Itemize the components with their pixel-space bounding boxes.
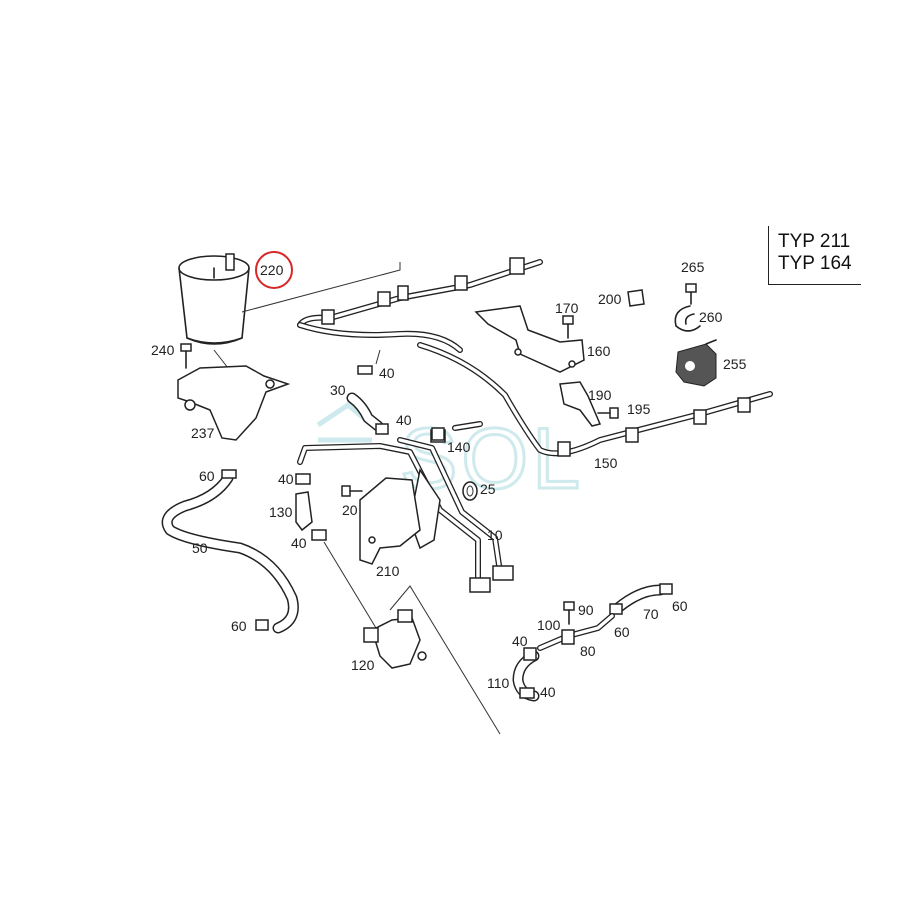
part-40-clamp-c	[431, 427, 445, 441]
vehicle-type-211: TYP 211	[778, 231, 851, 252]
label-60-top: 60	[199, 468, 215, 484]
label-50: 50	[192, 540, 208, 556]
label-200: 200	[598, 291, 622, 307]
label-240: 240	[151, 342, 175, 358]
label-60-bottom: 60	[231, 618, 247, 634]
part-210-bracket	[359, 477, 421, 565]
label-265: 265	[681, 259, 705, 275]
label-160: 160	[587, 343, 611, 359]
label-237: 237	[191, 425, 215, 441]
part-190-bracket	[559, 381, 602, 427]
part-80-pipe	[537, 613, 615, 651]
part-40-clamp-e	[311, 529, 327, 541]
label-210: 210	[376, 563, 400, 579]
label-40-d: 40	[291, 535, 307, 551]
label-120: 120	[351, 657, 375, 673]
label-20: 20	[342, 502, 358, 518]
label-150: 150	[594, 455, 618, 471]
part-200-clip	[627, 289, 645, 307]
label-110: 110	[487, 675, 510, 691]
label-140: 140	[447, 439, 471, 455]
label-40-f: 40	[540, 684, 556, 700]
label-220: 220	[260, 262, 284, 278]
part-25-grommet	[462, 481, 478, 501]
label-10: 10	[487, 527, 503, 543]
label-100: 100	[537, 617, 561, 633]
label-40-b: 40	[396, 412, 412, 428]
part-50-hose	[161, 469, 299, 634]
part-30-hose	[346, 349, 389, 435]
part-255-valve	[675, 339, 717, 387]
part-240-bolt	[180, 343, 192, 369]
part-150-line	[417, 342, 773, 457]
label-130: 130	[269, 504, 293, 520]
part-10-pipes	[297, 429, 514, 593]
part-90-bolt	[563, 601, 575, 625]
purge-line-top	[297, 257, 543, 353]
label-40-e: 40	[512, 633, 528, 649]
label-40-c: 40	[278, 471, 294, 487]
label-255: 255	[723, 356, 747, 372]
label-80: 80	[580, 643, 596, 659]
label-90: 90	[578, 602, 594, 618]
label-40-a: 40	[379, 365, 395, 381]
part-237-bracket	[177, 365, 291, 441]
label-70: 70	[643, 606, 659, 622]
part-220-canister	[178, 253, 401, 369]
label-190: 190	[588, 387, 612, 403]
part-120-valve	[323, 541, 501, 735]
part-40-clamp-d	[295, 473, 311, 485]
label-60-c: 60	[672, 598, 688, 614]
label-30: 30	[330, 382, 346, 398]
part-20-bolt	[341, 485, 363, 497]
part-160-bracket	[474, 305, 585, 373]
vehicle-type-box	[768, 226, 861, 285]
part-130-connector	[295, 491, 313, 532]
part-70-hose	[609, 583, 673, 615]
label-260: 260	[699, 309, 723, 325]
label-195: 195	[627, 401, 651, 417]
vehicle-type-164: TYP 164	[778, 253, 852, 274]
part-110-hose	[512, 647, 540, 702]
part-265-bolt	[685, 283, 697, 305]
highlight-circle-220	[255, 251, 293, 289]
part-195-bolt	[597, 407, 619, 419]
label-25: 25	[480, 481, 496, 497]
part-260-clamp	[674, 305, 701, 332]
label-60-d: 60	[614, 624, 630, 640]
label-170: 170	[555, 300, 579, 316]
